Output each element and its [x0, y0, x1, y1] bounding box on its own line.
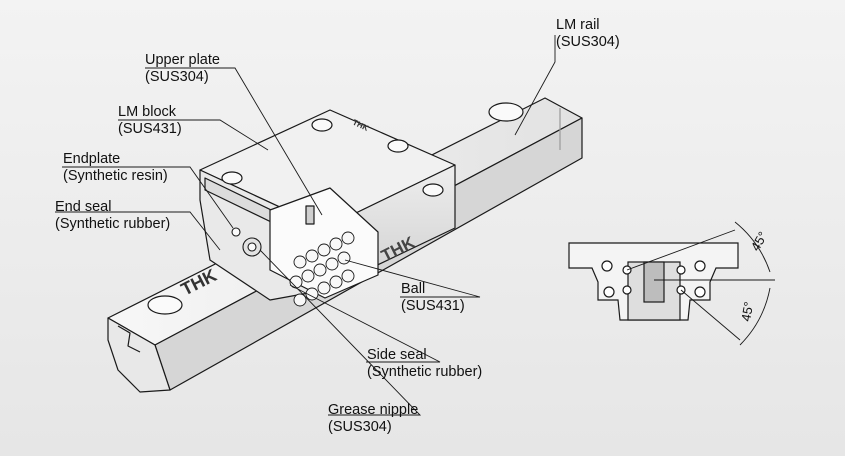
lm-rail-name: LM rail [556, 17, 600, 33]
label-endplate: Endplate (Synthetic resin) [63, 151, 168, 185]
side-seal-name: Side seal [367, 347, 427, 363]
block-bolt-hole-4 [422, 183, 444, 197]
ball-material: (SUS431) [401, 298, 465, 314]
endplate-name: Endplate [63, 151, 121, 167]
ball-name: Ball [401, 281, 426, 297]
block-bolt-hole-3 [387, 139, 409, 153]
block-bolt-hole-2 [311, 118, 333, 132]
balls [289, 231, 355, 307]
grease-nipple-name: Grease nipple [328, 402, 419, 418]
label-side-seal: Side seal (Synthetic rubber) [367, 347, 482, 381]
block-bolt-hole-1 [221, 171, 243, 185]
label-lm-rail: LM rail (SUS304) [556, 17, 620, 51]
side-seal-material: (Synthetic rubber) [367, 364, 483, 380]
upper-plate-name: Upper plate [145, 52, 220, 68]
endplate-material: (Synthetic resin) [63, 168, 168, 184]
cross-section [568, 221, 775, 346]
label-lm-block: LM block (SUS431) [118, 104, 182, 138]
upper-plate-material: (SUS304) [145, 69, 209, 85]
lm-block-material: (SUS431) [118, 121, 182, 137]
end-seal-assembly [231, 227, 262, 257]
label-end-seal: End seal (Synthetic rubber) [55, 199, 170, 233]
lm-rail-material: (SUS304) [556, 34, 620, 50]
angle-label-upper: 45° [748, 229, 771, 254]
leader-lines [55, 35, 556, 416]
label-upper-plate: Upper plate (SUS304) [145, 52, 220, 86]
rail-bolt-hole-back [488, 102, 524, 122]
end-seal-material: (Synthetic rubber) [55, 216, 171, 232]
label-ball: Ball (SUS431) [401, 281, 465, 315]
lm-block-name: LM block [118, 104, 177, 120]
grease-nipple-material: (SUS304) [328, 419, 392, 435]
rail-bolt-hole-front [147, 295, 183, 315]
lm-block [199, 109, 456, 301]
angle-arc-upper [734, 221, 771, 273]
label-grease-nipple: Grease nipple (SUS304) [328, 402, 418, 436]
end-seal-name: End seal [55, 199, 112, 215]
angle-label-lower: 45° [738, 301, 756, 323]
angle-arc-lower [739, 287, 771, 346]
